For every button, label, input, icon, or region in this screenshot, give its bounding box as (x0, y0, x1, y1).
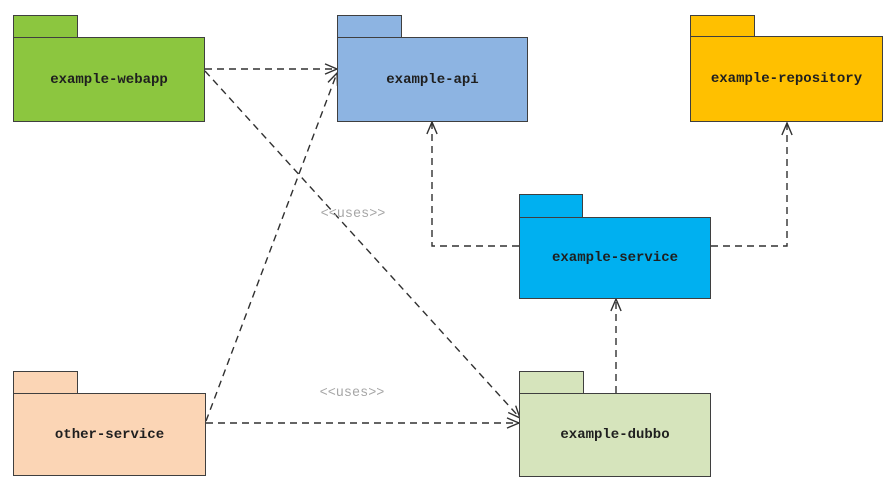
open-arrowhead-icon (610, 297, 622, 312)
package-example-repository[interactable]: example-repository (690, 15, 883, 122)
package-label: example-dubbo (560, 427, 670, 443)
package-folder-tab-icon (13, 371, 78, 393)
package-body: example-api (337, 37, 528, 122)
package-body: other-service (13, 393, 206, 476)
edge-example-service-to-example-api (431, 122, 519, 247)
package-body: example-dubbo (519, 393, 711, 477)
package-body: example-webapp (13, 37, 205, 122)
package-label: example-webapp (50, 71, 168, 88)
package-label: example-api (386, 71, 479, 88)
edge-example-service-to-example-repository (711, 123, 788, 247)
package-folder-tab-icon (13, 15, 78, 37)
edge-example-webapp-to-example-dubbo (204, 70, 521, 419)
package-label: example-service (551, 250, 679, 266)
edge-stereotype-label: <<uses>> (320, 386, 385, 401)
package-body: example-repository (690, 36, 883, 122)
open-arrowhead-icon (781, 121, 793, 136)
package-folder-tab-icon (337, 15, 402, 37)
package-example-dubbo[interactable]: example-dubbo (519, 371, 711, 477)
edge-stereotype-label: <<uses>> (321, 207, 386, 222)
package-other-service[interactable]: other-service (13, 371, 206, 476)
package-folder-tab-icon (519, 371, 584, 393)
edge-other-service-to-example-api (205, 72, 338, 422)
package-folder-tab-icon (690, 15, 755, 36)
package-label: other-service (54, 426, 165, 443)
package-example-api[interactable]: example-api (337, 15, 528, 122)
package-example-service[interactable]: example-service (519, 194, 711, 299)
package-label: example-repository (710, 71, 863, 87)
package-folder-tab-icon (519, 194, 583, 217)
open-arrowhead-icon (426, 120, 438, 135)
package-body: example-service (519, 217, 711, 299)
package-example-webapp[interactable]: example-webapp (13, 15, 205, 122)
